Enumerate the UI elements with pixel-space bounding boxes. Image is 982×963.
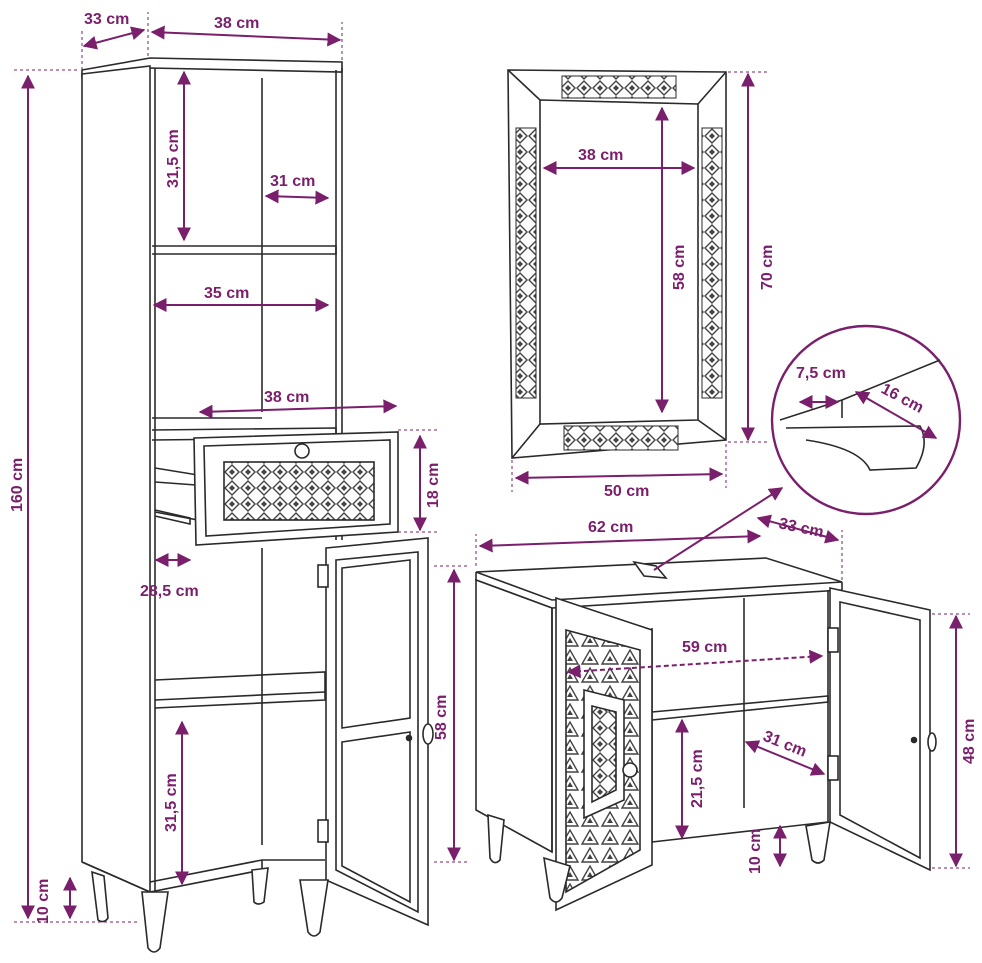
extension-lines: [14, 12, 970, 923]
cutout-offset-label: 7,5 cm: [796, 365, 846, 382]
tall-cabinet-drawing: [81, 57, 434, 953]
mirror-drawing: [507, 69, 727, 459]
door-height-label: 58 cm: [433, 695, 450, 740]
bottom-shelf-height-label: 31,5 cm: [163, 773, 180, 832]
sink-shelf-height-label: 21,5 cm: [689, 749, 706, 808]
cutout-detail-drawing: [770, 324, 962, 516]
drawer-width-label: 38 cm: [264, 389, 309, 406]
tall-leg-height-label: 10 cm: [35, 879, 52, 924]
mirror-inner-width-label: 38 cm: [578, 147, 623, 164]
sink-leg-height-label: 10 cm: [747, 829, 764, 874]
tall-height-label: 160 cm: [9, 458, 26, 512]
sink-width-label: 62 cm: [588, 519, 633, 536]
drawer-depth-label: 28,5 cm: [140, 583, 199, 600]
mirror-inner-height-label: 58 cm: [671, 245, 688, 290]
sink-height-label: 48 cm: [961, 719, 978, 764]
sink-inner-width-label: 59 cm: [682, 639, 727, 656]
drawer-height-label: 18 cm: [425, 463, 442, 508]
dimension-lines: [21, 25, 963, 920]
sink-cabinet-drawing: [475, 557, 937, 912]
inner-width-label: 35 cm: [204, 285, 249, 302]
sink-shelf-depth-label: 31 cm: [761, 728, 809, 761]
mirror-height-label: 70 cm: [759, 245, 776, 290]
top-shelf-depth-label: 31 cm: [270, 173, 315, 190]
tall-depth-label: 33 cm: [84, 11, 129, 28]
top-shelf-height-label: 31,5 cm: [165, 129, 182, 188]
tall-width-label: 38 cm: [214, 15, 259, 32]
mirror-width-label: 50 cm: [604, 483, 649, 500]
sink-depth-label: 33 cm: [777, 515, 825, 541]
